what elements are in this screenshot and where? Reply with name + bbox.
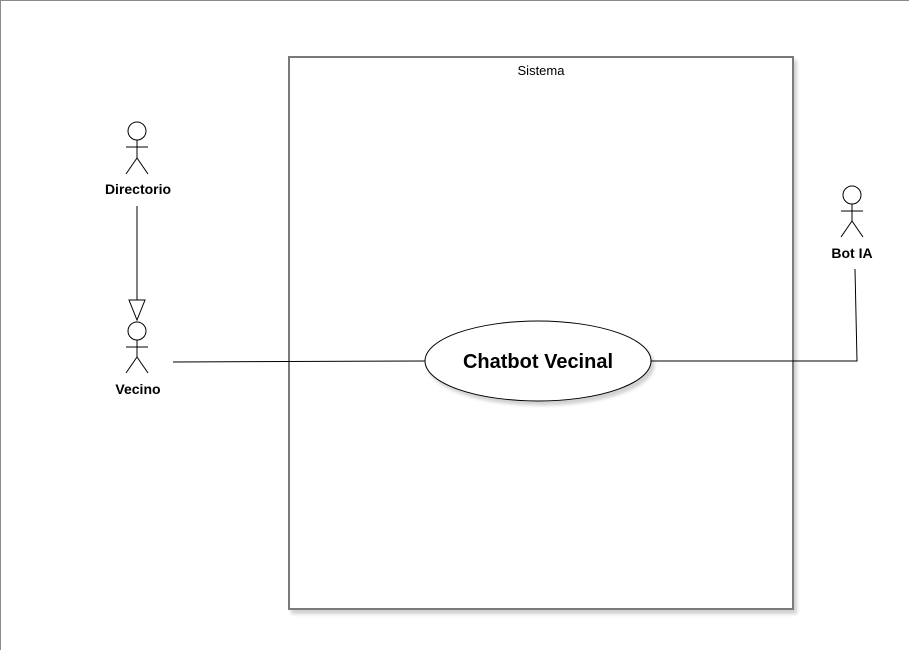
association-vecino-usecase[interactable] [172,360,427,363]
actor-head-icon [842,185,862,205]
system-title: Sistema [518,63,566,78]
use-case-chatbot-vecinal[interactable]: Chatbot Vecinal [424,320,652,402]
association-usecase-bot[interactable] [651,268,858,362]
actor-directorio[interactable] [125,121,149,175]
actor-head-icon [127,121,147,141]
actor-bot-ia[interactable] [840,185,864,238]
use-case-label: Chatbot Vecinal [463,351,613,373]
actor-head-icon [127,321,147,341]
actor-label-directorio: Directorio [105,181,171,197]
actor-label-vecino: Vecino [115,381,160,397]
generalization-arrow[interactable] [128,206,146,322]
actor-vecino[interactable] [125,321,149,374]
actor-label-bot-ia: Bot IA [831,245,872,261]
